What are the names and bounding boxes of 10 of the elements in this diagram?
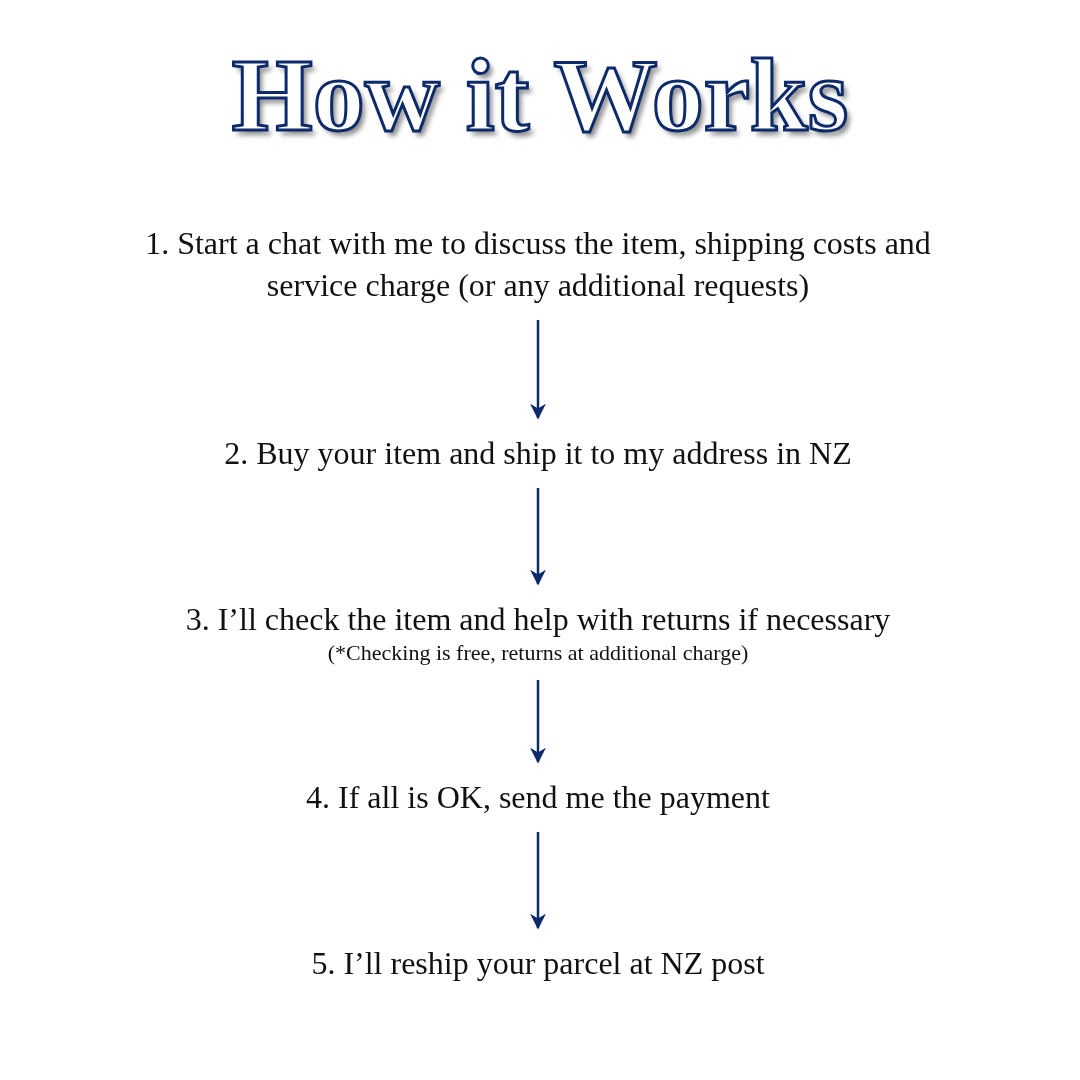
arrow (530, 680, 546, 764)
step-text: 5. I’ll reship your parcel at NZ post (310, 944, 766, 983)
step-text: 1. Start a chat with me to discuss the item, shipping costs and service charge (or any additional requests) (144, 224, 932, 305)
arrow (530, 832, 546, 930)
step-text: 2. Buy your item and ship it to my address in NZ (223, 434, 853, 473)
arrow (530, 488, 546, 586)
step-text: 3. I’ll check the item and help with returns if necessary (184, 600, 892, 639)
note-text: (*Checking is free, returns at additional charge) (326, 640, 750, 666)
arrow (530, 320, 546, 420)
step-text: 4. If all is OK, send me the payment (305, 778, 771, 817)
